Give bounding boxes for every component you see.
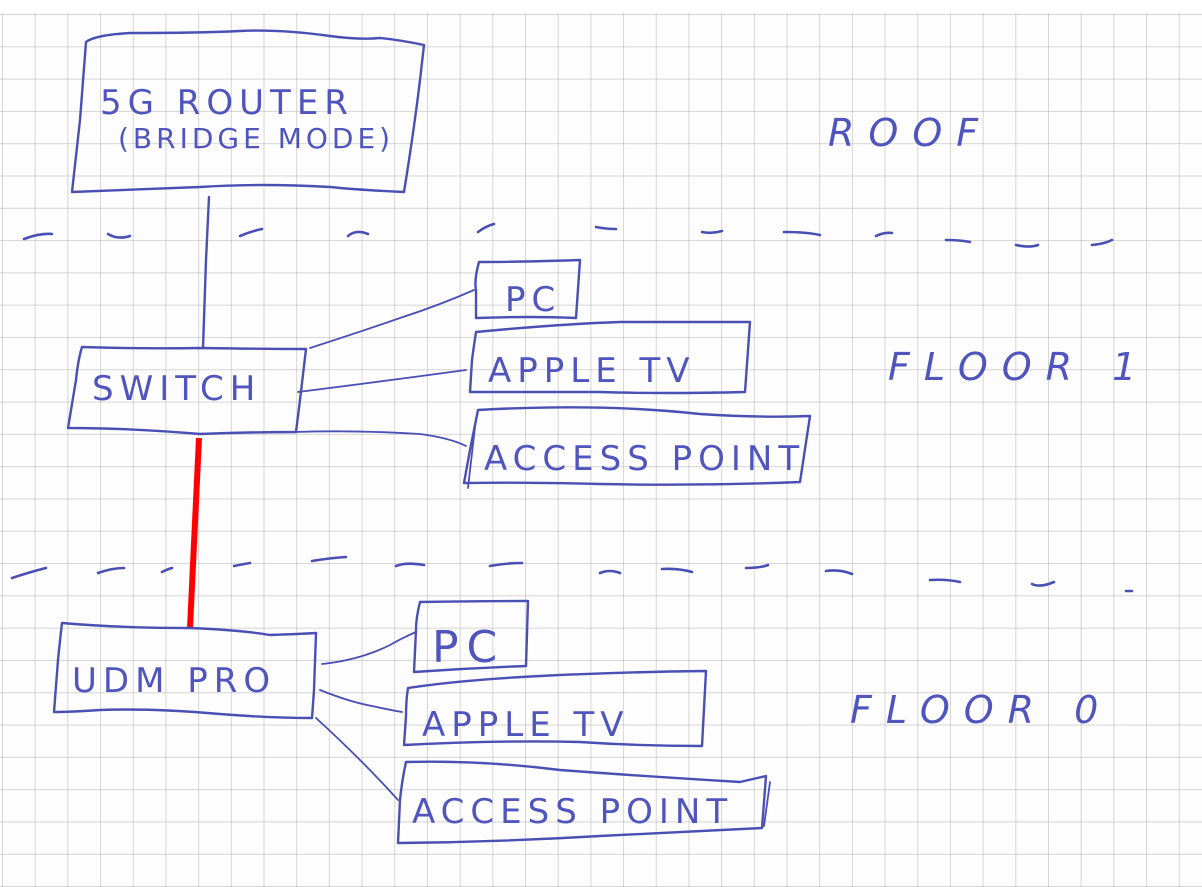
floor-separator-roof-floor1 (22, 222, 1114, 248)
switch-label: SWITCH (92, 369, 261, 409)
node-floor0-pc: PC (412, 599, 530, 674)
floor-label-roof: ROOF (828, 111, 992, 155)
edge-switch-udm-highlight (187, 437, 202, 629)
edge-switch-pc (309, 289, 475, 349)
udm-pro-label: UDM PRO (72, 661, 276, 701)
node-floor1-access-point: ACCESS POINT (462, 406, 812, 489)
floor0-access-point-label: ACCESS POINT (412, 792, 733, 832)
floor-separator-floor1-floor0 (10, 555, 1134, 593)
node-floor0-access-point: ACCESS POINT (396, 760, 771, 845)
floor1-access-point-label: ACCESS POINT (484, 439, 805, 479)
edge-router-switch (201, 195, 211, 350)
paper-top-margin (0, 0, 1202, 13)
floor-label-floor0: FLOOR 0 (850, 688, 1112, 732)
edge-udm-appletv (319, 689, 403, 713)
floor0-pc-label: PC (432, 622, 505, 673)
edge-udm-pc (321, 631, 417, 665)
node-5g-router: 5G ROUTER (BRIDGE MODE) (70, 29, 426, 194)
node-switch: SWITCH (66, 345, 308, 436)
floor1-apple-tv-label: APPLE TV (488, 351, 696, 391)
node-udm-pro: UDM PRO (52, 621, 318, 720)
edge-udm-access-point (315, 717, 399, 801)
router-label-line1: 5G ROUTER (100, 83, 354, 123)
router-label-line2: (BRIDGE MODE) (118, 122, 394, 155)
edge-switch-access-point (293, 430, 467, 447)
floor1-pc-label: PC (505, 280, 561, 320)
node-floor1-pc: PC (474, 258, 582, 320)
node-floor0-apple-tv: APPLE TV (402, 669, 708, 748)
floor-label-floor1: FLOOR 1 (888, 345, 1150, 389)
floor0-apple-tv-label: APPLE TV (422, 705, 630, 745)
edge-switch-appletv (297, 369, 467, 393)
node-floor1-apple-tv: APPLE TV (468, 320, 752, 395)
